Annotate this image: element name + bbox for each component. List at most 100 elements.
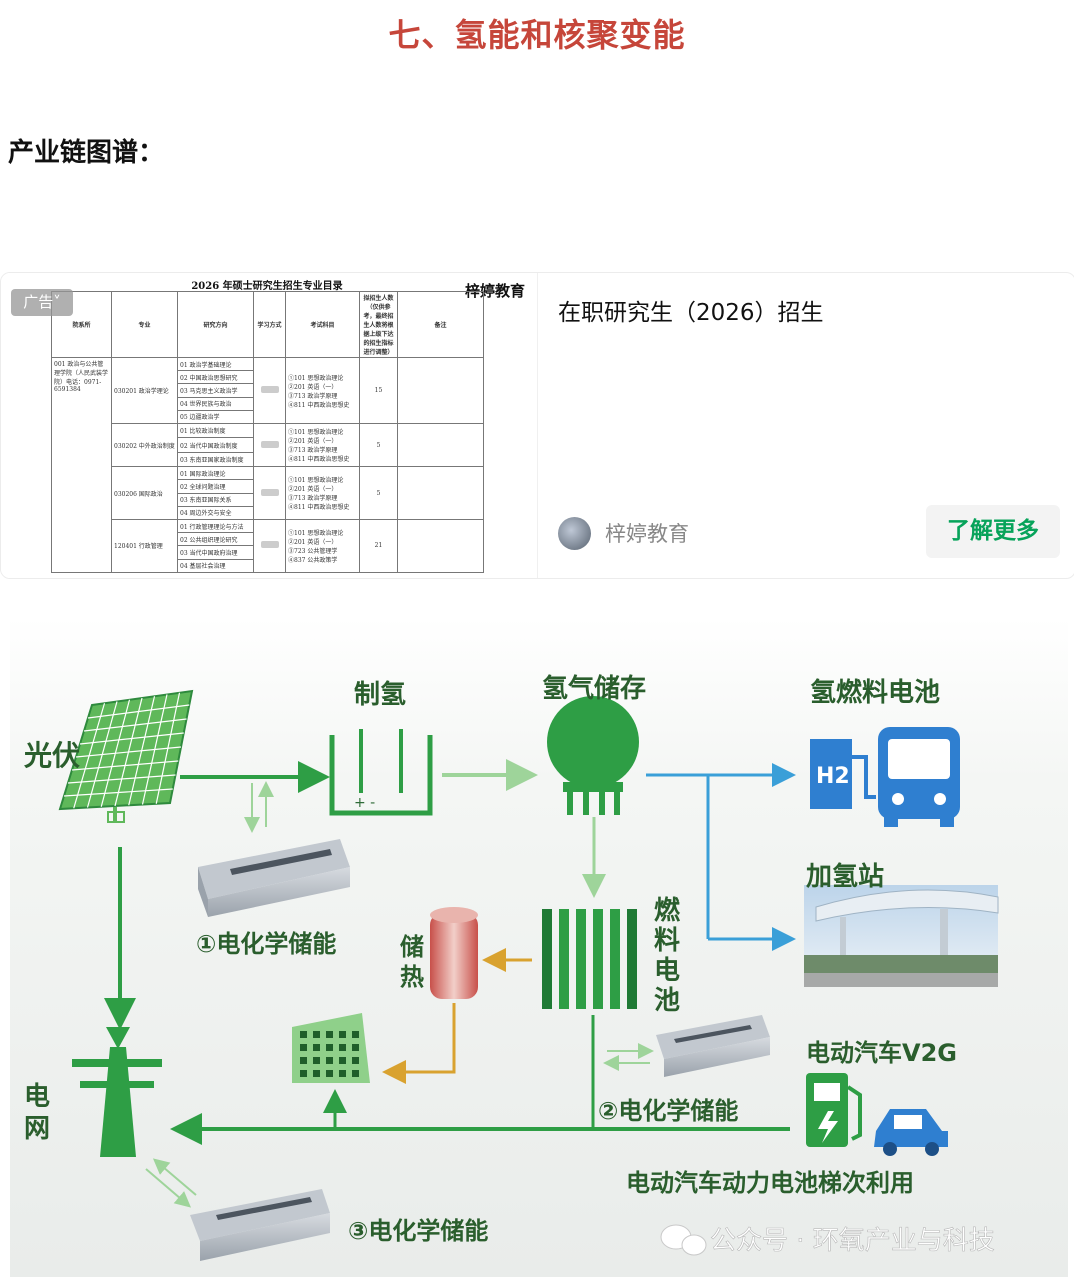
label-battery-reuse: 电动汽车动力电池梯次利用 (626, 1169, 914, 1197)
exam-line: ④811 中西政治思想史 (288, 504, 350, 512)
fuel-cell-plate (610, 909, 620, 1009)
building-window (352, 1031, 359, 1038)
exam-line: ①101 思想政治理论 (288, 477, 344, 485)
table-header-cell: 学习方式 (253, 291, 286, 358)
exam-line: ③713 政治学原理 (288, 392, 338, 400)
label-grid: 电网 (24, 1082, 50, 1144)
direction-cell: 04 世界民族与政治 (177, 396, 254, 411)
learn-more-button[interactable]: 了解更多 (926, 505, 1060, 558)
exam-line: ③713 政治学原理 (288, 495, 338, 503)
direction-cell: 02 中国政治思想研究 (177, 370, 254, 385)
count-cell: 5 (359, 423, 398, 468)
table-header-cell: 备注 (397, 291, 484, 358)
table-header-cell: 考试科目 (285, 291, 360, 358)
building-window (300, 1044, 307, 1051)
exam-line: ④811 中西政治思想史 (288, 401, 350, 409)
building-window (352, 1044, 359, 1051)
fuel-cell-plate (576, 909, 586, 1009)
ad-author[interactable]: 梓婷教育 (605, 522, 689, 546)
table-row: 04 基层社会治理 (52, 558, 484, 574)
table-header-cell: 拟招生人数（仅供参考，最终招生人数将根据上级下达的招生指标进行调整） (359, 291, 398, 358)
label-ess2: ②电化学储能 (598, 1097, 738, 1125)
ad-thumbnail[interactable]: 2026 年硕士研究生招生专业目录 梓婷教育 院系所专业研究方向学习方式考试科目… (1, 273, 538, 578)
label-heat-storage: 储热 (400, 933, 424, 991)
label-fuel-cell: 燃料电池 (654, 896, 681, 1016)
svg-text:H2: H2 (816, 764, 850, 789)
exam-line: ②201 英语（一） (288, 438, 338, 446)
count-cell: 5 (359, 466, 398, 520)
battery-cabinet-1-icon (198, 839, 350, 917)
exam-line: ③723 公共管理学 (288, 547, 338, 555)
direction-cell: 03 东南亚国际关系 (177, 492, 254, 507)
ad-card[interactable]: 2026 年硕士研究生招生专业目录 梓婷教育 院系所专业研究方向学习方式考试科目… (0, 272, 1074, 579)
count-cell: 21 (359, 518, 398, 574)
direction-cell: 03 马克思主义政治学 (177, 383, 254, 398)
direction-cell: 01 政治学基础理论 (177, 356, 254, 372)
study-mode-cell (253, 356, 286, 425)
building-window (300, 1031, 307, 1038)
major-cell: 120401 行政管理 (111, 518, 178, 574)
heat-storage-tank-icon (430, 907, 478, 999)
fuel-cell-plate (542, 909, 552, 1009)
power-tower-icon (72, 1027, 162, 1157)
ad-headline[interactable]: 在职研究生（2026）招生 (558, 300, 824, 326)
building-window (313, 1031, 320, 1038)
exam-line: ①101 思想政治理论 (288, 429, 344, 437)
direction-cell: 01 国际政治理论 (177, 466, 254, 481)
solar-panel-icon (58, 689, 194, 823)
study-mode-cell (253, 466, 286, 520)
label-electrolysis: 制氢 (354, 679, 406, 710)
ad-tag[interactable]: 广告˅ (11, 289, 73, 316)
building-window (300, 1057, 307, 1064)
wechat-icon (660, 1224, 707, 1256)
blurred-text (260, 541, 279, 549)
building-icon (292, 1013, 370, 1083)
exam-line: ④811 中西政治思想史 (288, 456, 350, 464)
remark-cell (397, 466, 484, 520)
direction-cell: 03 当代中国政府治理 (177, 545, 254, 560)
fuel-cell-plate (627, 909, 637, 1009)
building-window (326, 1070, 333, 1077)
count-cell: 15 (359, 356, 398, 425)
building-window (339, 1070, 346, 1077)
label-ess1: ①电化学储能 (196, 930, 336, 958)
battery-cabinet-2-icon (656, 1015, 770, 1077)
direction-cell: 02 当代中国政治制度 (177, 437, 254, 453)
label-station: 加氢站 (806, 861, 884, 892)
ev-charger-icon (806, 1073, 862, 1147)
remark-cell (397, 356, 484, 425)
exam-line: ③713 政治学原理 (288, 447, 338, 455)
dept-cell: 001 政治与公共管理学院（人民武装学院）电话：0971-6591384 (51, 357, 112, 573)
hydrogen-station-photo (804, 885, 999, 987)
fuel-cell-plate (593, 909, 603, 1009)
direction-cell: 02 全球问题治理 (177, 479, 254, 494)
label-fuel-cell-vehicle: 氢燃料电池 (810, 677, 940, 708)
exam-line: ②201 英语（一） (288, 383, 338, 391)
direction-cell: 04 基层社会治理 (177, 558, 254, 574)
exam-line: ④837 公共政策学 (288, 556, 338, 564)
section-title: 七、氢能和核聚变能 (388, 16, 686, 54)
electrolyzer-icon: + - (329, 729, 433, 816)
label-pv: 光伏 (23, 739, 80, 772)
exam-line: ②201 英语（一） (288, 486, 338, 494)
direction-cell: 03 东南亚国家政治制度 (177, 451, 254, 468)
ad-tag-label: 广告 (23, 293, 54, 311)
building-window (339, 1057, 346, 1064)
direction-cell: 01 行政管理理论与方法 (177, 518, 254, 534)
building-window (313, 1057, 320, 1064)
building-window (326, 1057, 333, 1064)
watermark: 公众号 · 环氧产业与科技 (710, 1226, 995, 1256)
admission-table: 院系所专业研究方向学习方式考试科目拟招生人数（仅供参考，最终招生人数将根据上级下… (51, 291, 484, 574)
table-header-cell: 研究方向 (177, 291, 254, 358)
fuel-cell-plate (559, 909, 569, 1009)
study-mode-cell (253, 518, 286, 574)
hydrogen-storage-sphere-icon (547, 696, 639, 815)
exam-line: ②201 英语（一） (288, 538, 338, 546)
